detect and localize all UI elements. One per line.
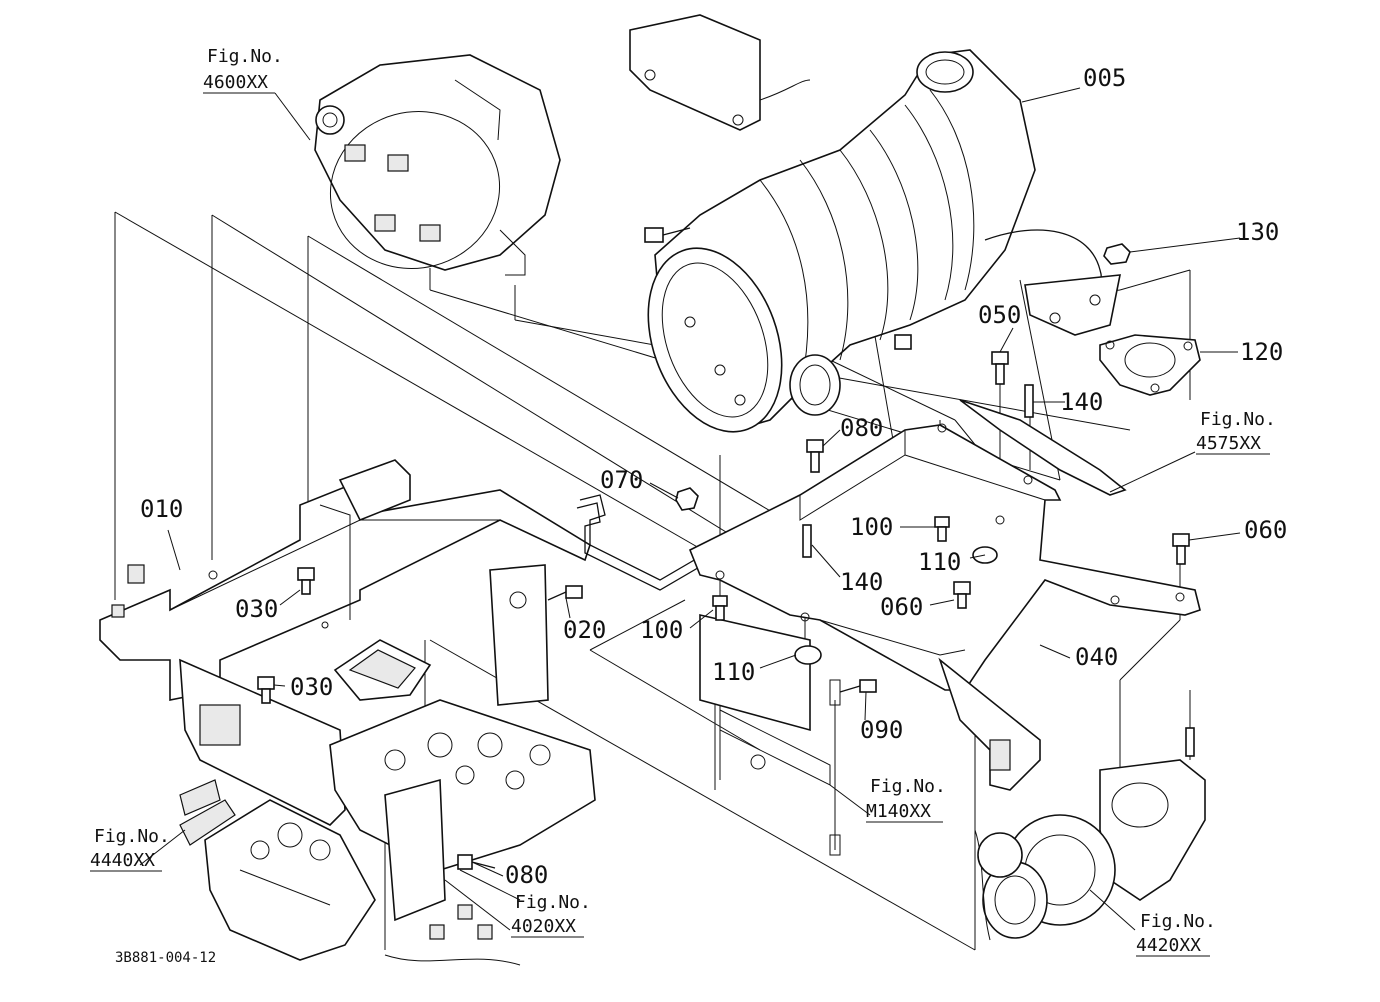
dpf-muffler-assembly <box>644 49 1121 433</box>
part-label-060-right: 060 <box>1244 516 1287 544</box>
part-label-090: 090 <box>860 716 903 744</box>
support-frame-010 <box>99 459 591 826</box>
figure-ref-4440xx[interactable]: Fig.No. 4440XX <box>90 826 170 872</box>
figure-ref-m140xx[interactable]: Fig.No. M140XX <box>866 776 946 823</box>
part-label-110-right: 110 <box>918 548 961 576</box>
figure-ref-4020xx[interactable]: Fig.No. 4020XX <box>511 892 591 938</box>
part-label-100-left: 100 <box>640 616 683 644</box>
svg-text:Fig.No.: Fig.No. <box>94 826 170 847</box>
part-label-080-lower: 080 <box>505 861 548 889</box>
svg-text:Fig.No.: Fig.No. <box>1200 409 1276 430</box>
part-label-030-upper: 030 <box>235 595 278 623</box>
svg-text:Fig.No.: Fig.No. <box>515 892 591 913</box>
drawing-code: 3B881-004-12 <box>115 950 216 966</box>
part-label-110-left: 110 <box>712 658 755 686</box>
figure-ref-4575xx[interactable]: Fig.No. 4575XX <box>1196 409 1276 455</box>
fasteners <box>257 243 1195 856</box>
svg-text:Fig.No.: Fig.No. <box>870 776 946 797</box>
svg-text:Fig.No.: Fig.No. <box>1140 911 1216 932</box>
part-label-060-center: 060 <box>880 593 923 621</box>
part-label-040: 040 <box>1075 643 1118 671</box>
part-labels: 005 130 120 050 140 080 070 100 110 060 … <box>140 64 1287 889</box>
turbocharger-4420 <box>974 759 1206 941</box>
svg-text:Fig.No.: Fig.No. <box>207 46 283 67</box>
figure-ref-4420xx[interactable]: Fig.No. 4420XX <box>1136 911 1216 957</box>
svg-text:4440XX: 4440XX <box>90 850 155 871</box>
mounting-bracket-040 <box>688 399 1201 791</box>
figure-references: Fig.No. 4600XX Fig.No. 4575XX Fig.No. M1… <box>90 46 1276 957</box>
part-label-030-lower: 030 <box>290 673 333 701</box>
part-label-080-upper: 080 <box>840 414 883 442</box>
svg-text:4020XX: 4020XX <box>511 916 576 937</box>
part-label-070: 070 <box>600 466 643 494</box>
part-label-050: 050 <box>978 301 1021 329</box>
pipe-clamp-070 <box>576 494 721 591</box>
part-label-140-lower: 140 <box>840 568 883 596</box>
svg-text:4600XX: 4600XX <box>203 72 268 93</box>
part-label-010: 010 <box>140 495 183 523</box>
exhaust-housing-4600 <box>314 54 561 276</box>
part-label-020: 020 <box>563 616 606 644</box>
figure-ref-4600xx[interactable]: Fig.No. 4600XX <box>203 46 283 94</box>
part-label-140-upper: 140 <box>1060 388 1103 416</box>
top-bracket <box>629 14 811 131</box>
part-label-005: 005 <box>1083 64 1126 92</box>
part-label-130: 130 <box>1236 218 1279 246</box>
part-label-120: 120 <box>1240 338 1283 366</box>
part-label-100-right: 100 <box>850 513 893 541</box>
cylinder-head-4440 <box>179 779 376 961</box>
leader-lines <box>139 87 1241 931</box>
gasket-120 <box>1099 334 1201 396</box>
engine-head-4020 <box>329 564 596 966</box>
svg-text:4420XX: 4420XX <box>1136 935 1201 956</box>
svg-text:M140XX: M140XX <box>866 801 931 822</box>
svg-text:4575XX: 4575XX <box>1196 433 1261 454</box>
